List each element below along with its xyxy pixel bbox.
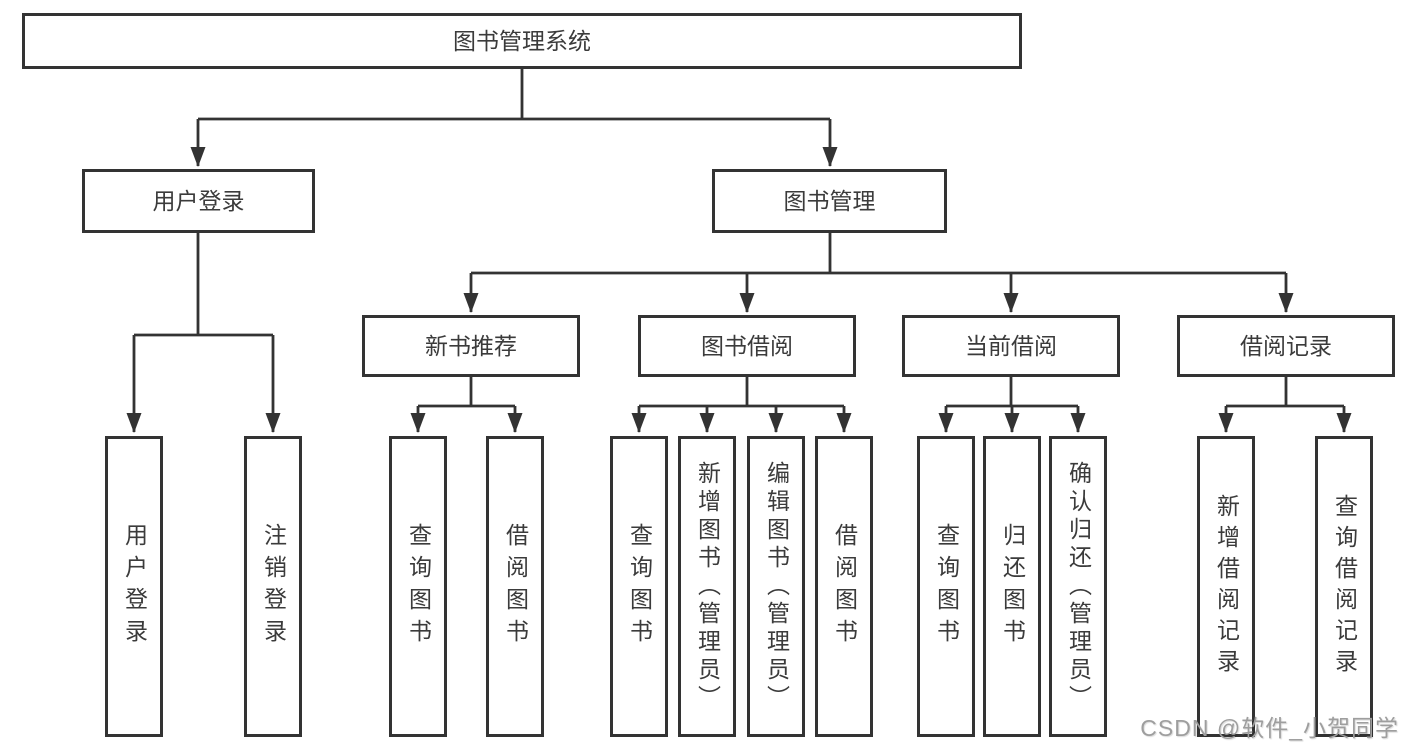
leaf-borrow-borrow-book: 借阅图书 <box>815 436 873 737</box>
node-borrowing-records: 借阅记录 <box>1177 315 1395 377</box>
node-current-borrowing: 当前借阅 <box>902 315 1120 377</box>
leaf-newbooks-query-book: 查询图书 <box>389 436 447 737</box>
leaf-current-confirm-return-admin: 确认归还（管理员） <box>1049 436 1107 737</box>
leaf-user-login: 用户登录 <box>105 436 163 737</box>
node-root: 图书管理系统 <box>22 13 1022 69</box>
leaf-newbooks-borrow-book: 借阅图书 <box>486 436 544 737</box>
node-book-management: 图书管理 <box>712 169 947 233</box>
leaf-current-query-book: 查询图书 <box>917 436 975 737</box>
node-user-login: 用户登录 <box>82 169 315 233</box>
node-new-book-recommendation: 新书推荐 <box>362 315 580 377</box>
leaf-records-query-record: 查询借阅记录 <box>1315 436 1373 737</box>
watermark: CSDN @软件_小贺同学 <box>1140 715 1399 741</box>
node-book-borrowing: 图书借阅 <box>638 315 856 377</box>
leaf-borrow-edit-book-admin: 编辑图书（管理员） <box>747 436 805 737</box>
leaf-borrow-query-book: 查询图书 <box>610 436 668 737</box>
leaf-records-add-record: 新增借阅记录 <box>1197 436 1255 737</box>
leaf-logout: 注销登录 <box>244 436 302 737</box>
leaf-borrow-add-book-admin: 新增图书（管理员） <box>678 436 736 737</box>
connector-lines <box>126 68 1352 433</box>
leaf-current-return-book: 归还图书 <box>983 436 1041 737</box>
